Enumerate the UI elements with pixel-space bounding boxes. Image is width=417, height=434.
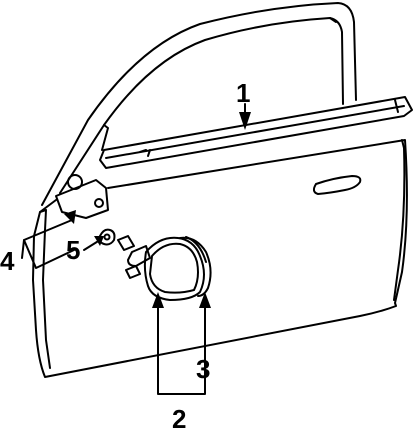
door-inner-edge bbox=[39, 209, 51, 369]
mirror-sail-hole bbox=[67, 174, 83, 190]
callout-1: 1 bbox=[236, 78, 250, 108]
door-frame-outer bbox=[41, 2, 357, 206]
callout-4: 4 bbox=[0, 246, 15, 276]
mirror-base-arm bbox=[127, 245, 151, 267]
mirror-housing-rim bbox=[179, 236, 212, 297]
arrowhead-5 bbox=[94, 236, 104, 246]
arrowhead-1 bbox=[239, 112, 251, 130]
belt-molding bbox=[99, 96, 413, 169]
door-frame-inner bbox=[59, 17, 344, 194]
leader-5 bbox=[83, 239, 101, 251]
mirror-bolt-hole bbox=[94, 198, 104, 208]
callout-5: 5 bbox=[66, 235, 80, 265]
mirror-glass bbox=[149, 242, 199, 294]
door-outer-panel bbox=[32, 139, 408, 378]
arrowhead-2 bbox=[152, 292, 164, 308]
mirror-housing bbox=[143, 236, 205, 301]
door-handle-recess bbox=[312, 175, 362, 195]
mirror-nut bbox=[117, 235, 135, 251]
callout-2: 2 bbox=[172, 404, 186, 434]
callout-3: 3 bbox=[196, 354, 210, 384]
arrowhead-3 bbox=[199, 292, 211, 308]
mirror-sail-corner bbox=[55, 179, 109, 219]
arrowhead-4 bbox=[64, 210, 76, 224]
